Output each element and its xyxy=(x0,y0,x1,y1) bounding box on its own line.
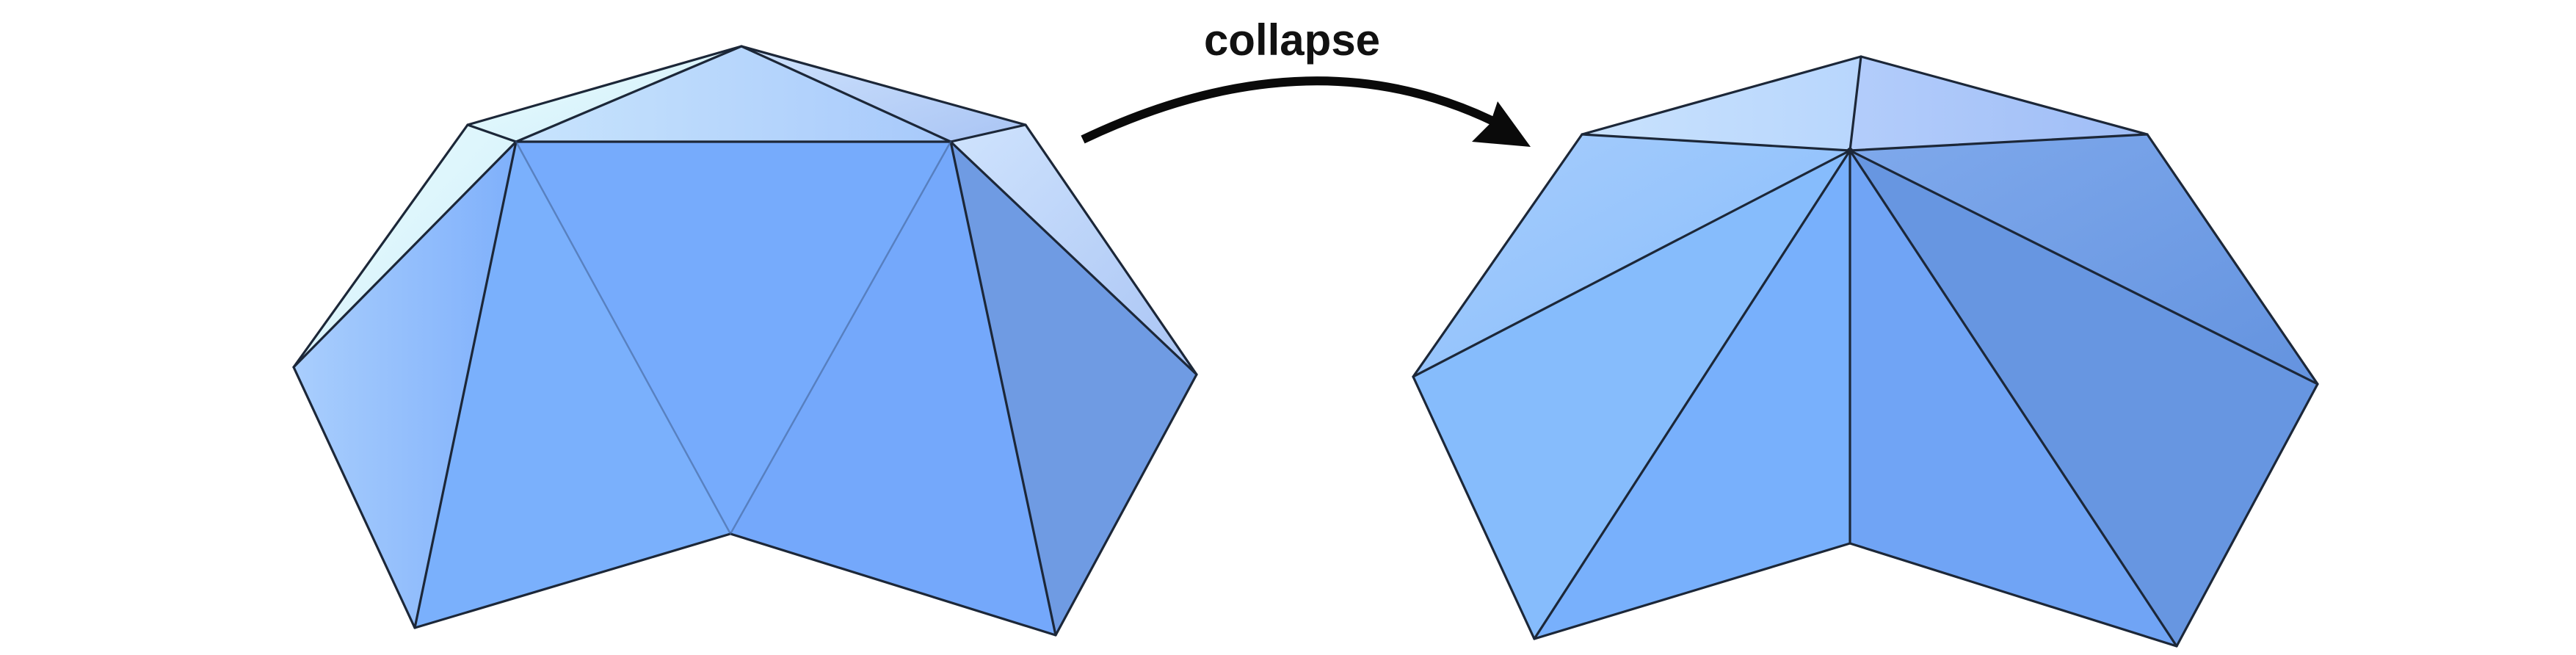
left-mesh-face-4 xyxy=(730,142,1056,635)
collapsed-vertex xyxy=(1847,148,1853,153)
right-mesh-edge xyxy=(1848,149,2319,386)
left-mesh-edge xyxy=(292,140,518,369)
right-mesh-face-6 xyxy=(1850,134,2318,384)
left-mesh-edge xyxy=(949,140,1198,376)
left-mesh-edge xyxy=(949,140,1057,637)
mesh-after-collapse xyxy=(1412,55,2319,648)
right-mesh-edge xyxy=(1412,149,1851,378)
left-mesh-face-3 xyxy=(516,142,951,534)
left-mesh-top-face-1 xyxy=(468,46,741,142)
right-mesh-face-1 xyxy=(1413,134,1850,377)
left-mesh-top-face-4 xyxy=(294,125,516,367)
left-mesh-top-face-2 xyxy=(516,46,951,142)
right-mesh-face-2 xyxy=(1413,151,1850,639)
right-mesh-top-face-1 xyxy=(1582,57,1861,151)
left-mesh-top-face-3 xyxy=(741,46,1026,142)
right-mesh-face-5 xyxy=(1850,151,2318,646)
right-mesh-edge xyxy=(1581,133,1851,152)
right-mesh-edge xyxy=(1848,133,2149,152)
left-mesh-edge xyxy=(729,140,952,535)
left-mesh-top-face-5 xyxy=(951,125,1197,374)
left-mesh-edge xyxy=(949,123,1027,143)
operation-label: collapse xyxy=(1204,15,1380,65)
left-mesh-face-1 xyxy=(294,142,516,628)
curved-arrow-icon xyxy=(1081,76,1506,144)
right-mesh-edge xyxy=(1848,55,1862,152)
left-mesh-face-5 xyxy=(951,142,1197,635)
mesh-before-collapse xyxy=(292,45,1198,637)
left-mesh-edge xyxy=(740,45,952,143)
collapse-arrow xyxy=(1081,76,1531,147)
left-mesh-edge xyxy=(413,140,518,629)
left-mesh-face-2 xyxy=(415,142,730,628)
arrow-head-icon xyxy=(1472,101,1531,147)
right-mesh-edge xyxy=(1533,149,1851,640)
right-mesh-edge xyxy=(1848,149,2178,648)
left-mesh-edge xyxy=(515,45,743,143)
left-mesh-edge xyxy=(466,123,518,143)
right-mesh-top-face-2 xyxy=(1850,57,2147,151)
left-mesh-edge xyxy=(515,140,732,535)
